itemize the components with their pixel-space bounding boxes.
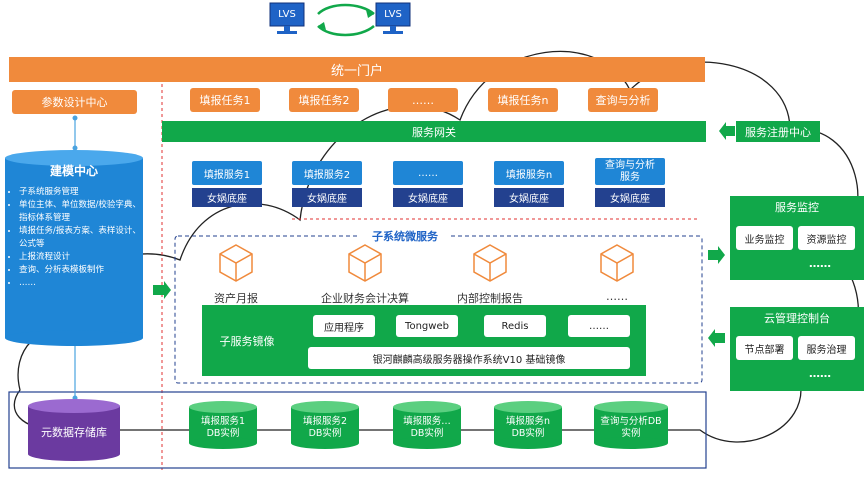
database-icon: [393, 401, 461, 449]
cube-icon: [348, 244, 382, 282]
list-item: ……: [19, 277, 143, 290]
nuwa-base: 女娲底座: [292, 188, 362, 207]
db-section-border: [8, 391, 707, 469]
nuwa-base: 女娲底座: [595, 188, 665, 207]
mirror-title: 子服务镜像: [219, 334, 275, 348]
list-item: 子系统服务管理: [19, 186, 143, 199]
service-box[interactable]: 填报服务1: [192, 161, 262, 185]
list-item: 查询、分析表模板制作: [19, 264, 143, 277]
unified-portal[interactable]: 统一门户: [9, 57, 705, 82]
monitor-item[interactable]: 资源监控: [798, 226, 855, 250]
service-box[interactable]: ……: [393, 161, 463, 185]
monitor-more: ……: [809, 256, 831, 270]
database-icon: [189, 401, 257, 449]
database-icon: [291, 401, 359, 449]
arrow-from-registry-icon: [719, 122, 735, 140]
db-label[interactable]: 填报服务2 DB实例: [302, 416, 348, 439]
service-box[interactable]: 填报服务2: [292, 161, 362, 185]
subsystem-title: 子系统微服务: [360, 228, 450, 243]
lvs-left-label: LVS: [278, 9, 296, 20]
cube-label: 企业财务会计决算: [321, 292, 409, 305]
cube-icon: [219, 244, 253, 282]
arrow-to-subsystem-icon: [153, 281, 171, 299]
task-button[interactable]: 填报任务2: [289, 88, 359, 112]
cube-label: 资产月报: [214, 292, 258, 305]
database-icon: [28, 399, 120, 461]
mirror-item[interactable]: Tongweb: [396, 315, 458, 337]
task-button[interactable]: ……: [388, 88, 458, 112]
modeling-cylinder: [5, 150, 143, 346]
nuwa-base: 女娲底座: [494, 188, 564, 207]
cloud-more: ……: [809, 366, 831, 380]
modeling-title: 建模中心: [49, 163, 98, 178]
db-label[interactable]: 查询与分析DB 实例: [600, 416, 662, 439]
cube-icon: [473, 244, 507, 282]
task-button[interactable]: 查询与分析: [588, 88, 658, 112]
service-box[interactable]: 填报服务n: [494, 161, 564, 185]
cloud-title: 云管理控制台: [764, 312, 830, 325]
modeling-list: 子系统服务管理 单位主体、单位数据/校验字典、指标体系管理 填报任务/报表方案、…: [5, 186, 143, 290]
service-box[interactable]: 查询与分析服务: [595, 158, 665, 185]
database-icon: [494, 401, 562, 449]
modeling-center[interactable]: 建模中心 子系统服务管理 单位主体、单位数据/校验字典、指标体系管理 填报任务/…: [5, 160, 143, 335]
nuwa-base: 女娲底座: [192, 188, 262, 207]
cube-label: 内部控制报告: [457, 292, 523, 305]
task-button[interactable]: 填报任务n: [488, 88, 558, 112]
cloud-item[interactable]: 服务治理: [798, 336, 855, 360]
task-button[interactable]: 填报任务1: [190, 88, 260, 112]
cube-icon: [600, 244, 634, 282]
monitor-item[interactable]: 业务监控: [736, 226, 793, 250]
service-gateway[interactable]: 服务网关: [162, 121, 706, 142]
monitor-icon: [269, 2, 305, 34]
cube-label: ……: [606, 290, 628, 303]
list-item: 上报流程设计: [19, 251, 143, 264]
mirror-item[interactable]: 应用程序: [313, 315, 375, 337]
arrow-from-cloud-icon: [708, 329, 725, 347]
arrow-to-monitor-icon: [708, 246, 725, 264]
param-design-center[interactable]: 参数设计中心: [12, 90, 137, 114]
mirror-item[interactable]: ……: [568, 315, 630, 337]
os-base-image[interactable]: 银河麒麟高级服务器操作系统V10 基础镜像: [308, 347, 630, 369]
list-item: 填报任务/报表方案、表样设计、公式等: [19, 225, 143, 251]
db-label[interactable]: 填报服务… DB实例: [403, 416, 451, 439]
lvs-right-label: LVS: [384, 9, 402, 20]
list-item: 单位主体、单位数据/校验字典、指标体系管理: [19, 199, 143, 225]
monitor-icon: [375, 2, 411, 34]
nuwa-base: 女娲底座: [393, 188, 463, 207]
cloud-item[interactable]: 节点部署: [736, 336, 793, 360]
db-label[interactable]: 填报服务n DB实例: [505, 416, 551, 439]
service-registry[interactable]: 服务注册中心: [736, 121, 820, 142]
meta-db-label[interactable]: 元数据存储库: [41, 426, 107, 439]
database-icon: [594, 401, 668, 449]
monitor-title: 服务监控: [775, 201, 819, 214]
mirror-item[interactable]: Redis: [484, 315, 546, 337]
db-label[interactable]: 填报服务1 DB实例: [200, 416, 246, 439]
